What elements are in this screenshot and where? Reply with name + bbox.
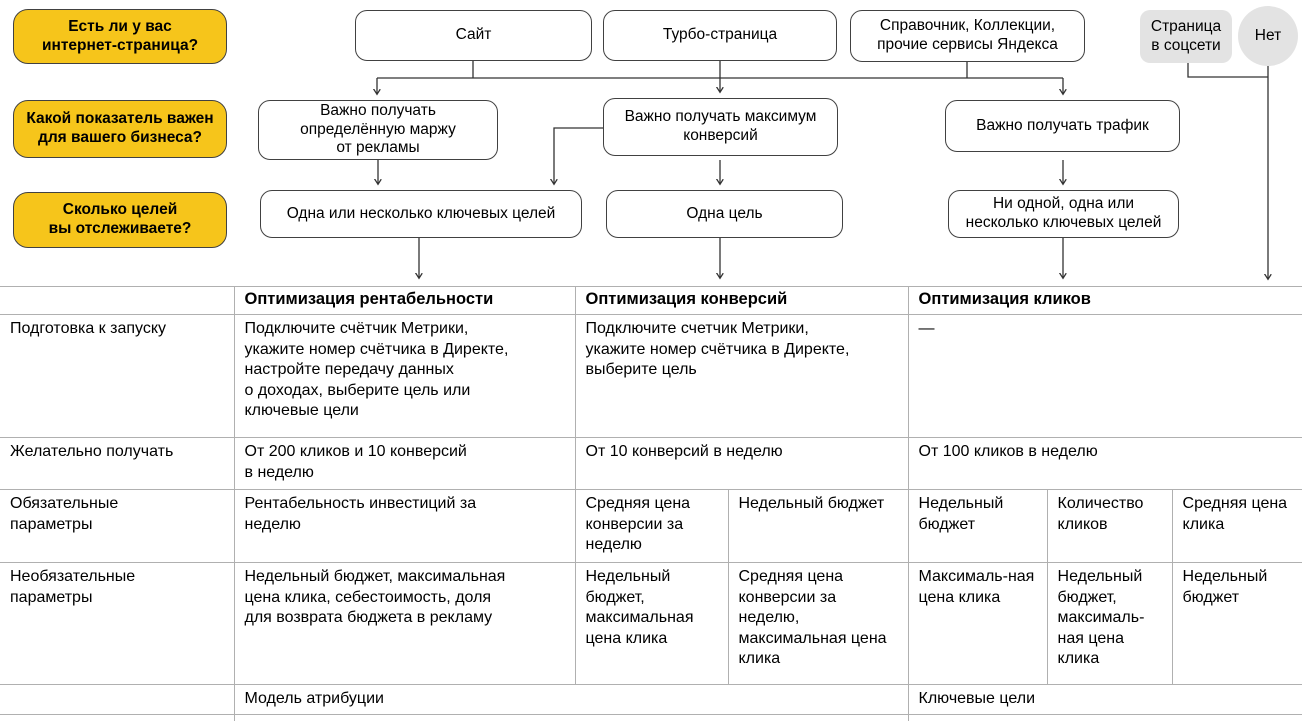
node-traffic-important: Важно получать трафик [945, 100, 1180, 152]
footer-attribution-model-cell: Модель атрибуции [233, 684, 909, 715]
table-row-optional-params: Необязательные параметры Недельный бюдже… [0, 562, 1303, 685]
table-row-footer: Модель атрибуции Ключевые цели [0, 684, 1303, 715]
header-empty-cell [0, 287, 234, 315]
prep-clicks-cell: — [907, 314, 1303, 438]
connector-social-to-no-line [1187, 63, 1268, 78]
prep-conversions-cell: Подключите счетчик Метрики, укажите номе… [574, 314, 909, 438]
row-label-optional: Необязательные параметры [10, 568, 136, 606]
table-row-preparation: Подготовка к запуску Подключите счётчик … [0, 314, 1303, 438]
question-goals-count: Сколько целей вы отслеживаете? [13, 192, 227, 248]
desired-conversions-cell: От 10 конверсий в неделю [574, 437, 909, 490]
desired-clicks-cell: От 100 кликов в неделю [907, 437, 1303, 490]
stub-empty-cell [0, 715, 234, 721]
node-one-goal: Одна цель [606, 190, 843, 238]
node-social-page: Страница в соцсети [1140, 10, 1232, 63]
header-conversions: Оптимизация конверсий [574, 286, 909, 315]
row-label-preparation: Подготовка к запуску [10, 320, 166, 338]
node-none-one-or-several-goals: Ни одной, одна или несколько ключевых це… [948, 190, 1179, 238]
node-site: Сайт [355, 10, 592, 61]
required-conversions-cell-1: Средняя цена конверсии за неделю [574, 489, 728, 563]
footer-empty-cell [0, 685, 234, 715]
optional-conversions-cell-1: Недельный бюджет, максимальная цена клик… [574, 562, 728, 685]
table-header-row: Оптимизация рентабельности Оптимизация к… [0, 286, 1303, 315]
row-label-desired: Желательно получать [10, 443, 174, 461]
row-label-required: Обязательные параметры [10, 495, 119, 533]
required-profitability-cell: Рентабельность инвестиций за неделю [233, 489, 575, 563]
optional-conversions-cell-2: Средняя цена конверсии за неделю, максим… [727, 562, 909, 685]
node-turbo-page: Турбо-страница [603, 10, 837, 61]
optional-clicks-cell-3: Недельный бюджет [1171, 562, 1303, 685]
question-has-webpage: Есть ли у вас интернет-страница? [13, 9, 227, 64]
table-row-cutoff-stub [0, 714, 1303, 721]
optional-clicks-cell-1: Максималь-ная цена клика [907, 562, 1048, 685]
header-profitability: Оптимизация рентабельности [233, 286, 575, 315]
node-yandex-services: Справочник, Коллекции, прочие сервисы Ян… [850, 10, 1085, 62]
node-margin-important: Важно получать определённую маржу от рек… [258, 100, 498, 160]
required-clicks-cell-3: Средняя цена клика [1171, 489, 1303, 563]
desired-profitability-cell: От 200 кликов и 10 конверсий в неделю [233, 437, 575, 490]
strategy-comparison-table: Оптимизация рентабельности Оптимизация к… [0, 286, 1303, 721]
table-row-desired: Желательно получать От 200 кликов и 10 к… [0, 437, 1303, 490]
required-clicks-cell-1: Недельный бюджет [907, 489, 1048, 563]
header-clicks: Оптимизация кликов [907, 286, 1303, 315]
optional-profitability-cell: Недельный бюджет, максимальная цена клик… [233, 562, 575, 685]
footer-key-goals-cell: Ключевые цели [907, 684, 1303, 715]
node-max-conversions-important: Важно получать максимум конверсий [603, 98, 838, 156]
required-clicks-cell-2: Количество кликов [1046, 489, 1173, 563]
prep-profitability-cell: Подключите счётчик Метрики, укажите номе… [233, 314, 575, 438]
table-row-required-params: Обязательные параметры Рентабельность ин… [0, 489, 1303, 563]
question-business-metric: Какой показатель важен для вашего бизнес… [13, 100, 227, 158]
optional-clicks-cell-2: Недельный бюджет, максималь-ная цена кли… [1046, 562, 1173, 685]
stub-left-cell [233, 714, 909, 721]
stub-right-cell [907, 714, 1303, 721]
required-conversions-cell-2: Недельный бюджет [727, 489, 909, 563]
node-no-page: Нет [1238, 6, 1298, 66]
node-one-or-several-key-goals: Одна или несколько ключевых целей [260, 190, 582, 238]
connector-conversions-to-goals1 [554, 127, 603, 184]
